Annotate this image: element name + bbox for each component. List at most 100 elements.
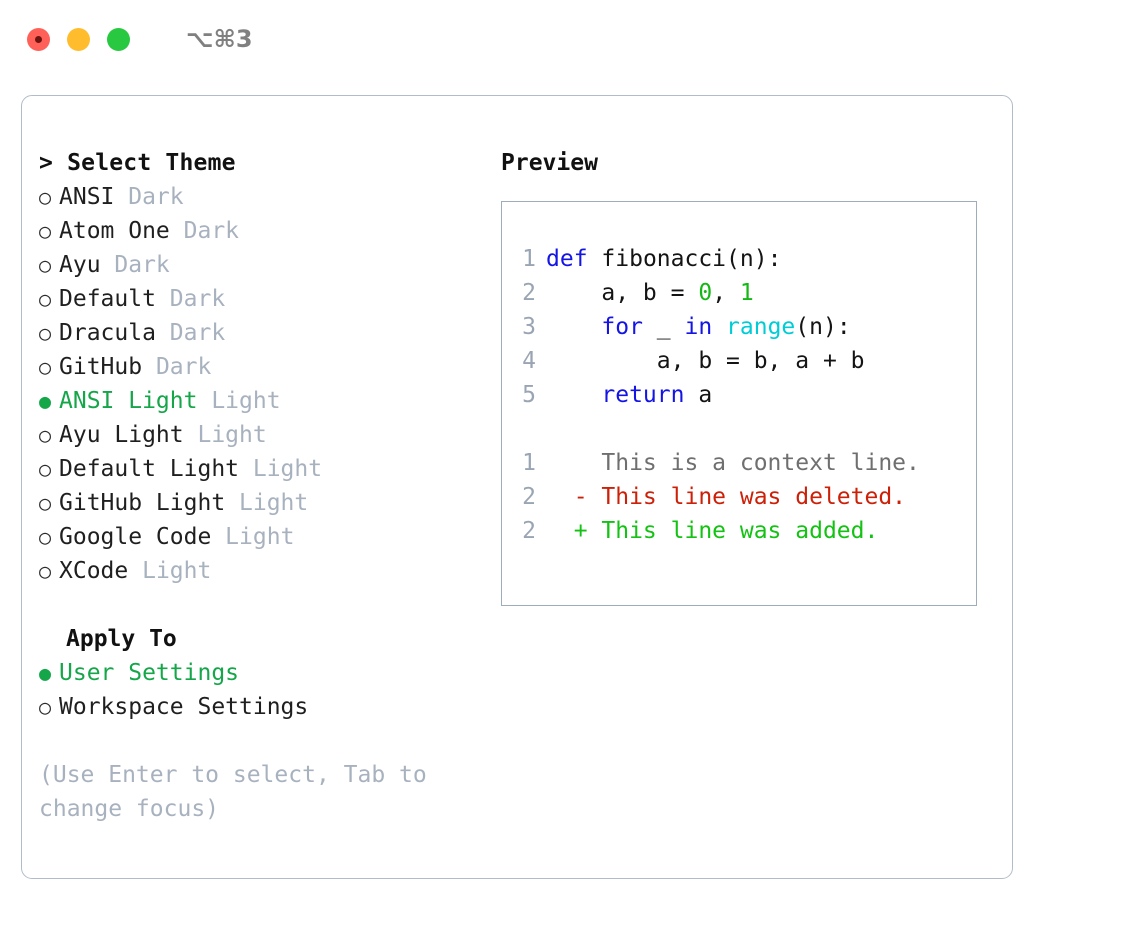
radio-selected-icon[interactable]: ● — [39, 389, 52, 413]
keyboard-shortcut-label: ⌥⌘3 — [186, 25, 253, 53]
theme-list-item[interactable]: ○ Ayu Dark — [39, 248, 479, 282]
theme-variant-label: Dark — [100, 252, 170, 278]
radio-unselected-icon[interactable]: ○ — [39, 253, 52, 277]
apply-to-option[interactable]: ● User Settings — [39, 656, 479, 690]
theme-list-item[interactable]: ○ Dracula Dark — [39, 316, 479, 350]
line-number: 5 — [522, 382, 536, 408]
code-token: (n): — [726, 246, 782, 272]
theme-list-item[interactable]: ○ Google Code Light — [39, 520, 479, 554]
code-token — [712, 314, 726, 340]
theme-selector-column: > Select Theme ○ANSI Dark○Atom One Dark○… — [39, 146, 479, 826]
theme-name: Atom One — [59, 218, 170, 244]
title-bar: ⌥⌘3 — [0, 0, 1140, 78]
theme-name: Google Code — [59, 524, 212, 550]
apply-to-section: Apply To ● User Settings ○ Workspace Settin… — [39, 622, 479, 724]
code-token: range — [726, 314, 796, 340]
theme-list[interactable]: ○ ANSI Dark ○ Atom One Dark ○ Ayu Dark ○ Defaul… — [39, 180, 479, 588]
apply-to-label: User Settings — [59, 660, 240, 686]
code-token: 1 — [739, 280, 754, 306]
code-token — [546, 314, 601, 340]
theme-list-item[interactable]: ○ Default Dark — [39, 282, 479, 316]
code-line: 3 for _ in range(n): — [502, 310, 976, 344]
diff-line-text: This is a context line. — [546, 450, 920, 476]
main-panel: > Select Theme ○ANSI Dark○Atom One Dark○… — [21, 95, 1013, 879]
radio-unselected-icon[interactable]: ○ — [39, 219, 52, 243]
code-token: a, b = b, a + b — [546, 348, 865, 374]
theme-list-item[interactable]: ○ANSI Dark — [39, 180, 479, 214]
apply-to-label: Workspace Settings — [59, 694, 309, 720]
code-token: for — [601, 314, 643, 340]
theme-variant-label: Light — [225, 490, 309, 516]
apply-to-option[interactable]: ○ Workspace Settings — [39, 690, 479, 724]
theme-name: GitHub — [59, 354, 143, 380]
radio-unselected-icon[interactable]: ○ — [39, 287, 52, 311]
keyboard-hint-text: (Use Enter to select, Tab to change focu… — [39, 762, 441, 822]
theme-name: XCode — [59, 558, 129, 584]
theme-variant-label: Dark — [155, 286, 226, 312]
code-token: return — [601, 382, 685, 408]
theme-list-item[interactable]: ○ Default Light Light — [39, 452, 479, 486]
diff-line-number: 2 — [522, 518, 536, 544]
code-line: 2 a, b = 0, 1 — [502, 276, 976, 310]
theme-variant-label: Light — [197, 388, 281, 414]
code-line: 1 def fibonacci(n): — [502, 242, 976, 276]
line-number: 4 — [522, 348, 536, 374]
code-token — [546, 382, 601, 408]
radio-unselected-icon[interactable]: ○ — [39, 457, 52, 481]
theme-name: Ayu — [59, 252, 101, 278]
line-number: 1 — [522, 246, 536, 272]
maximize-window-icon[interactable] — [107, 27, 130, 51]
theme-variant-label: Dark — [155, 320, 226, 346]
theme-variant-label: Light — [183, 422, 267, 448]
minimize-window-icon[interactable] — [67, 27, 90, 51]
code-token: def — [546, 246, 588, 272]
theme-list-item[interactable]: ○Atom One Dark — [39, 214, 479, 248]
line-number: 3 — [522, 314, 536, 340]
radio-unselected-icon[interactable]: ○ — [39, 559, 52, 583]
diff-line-text: - This line was deleted. — [546, 484, 907, 510]
theme-variant-label: Light — [239, 456, 323, 482]
diff-line: 1 This is a context line. — [502, 446, 976, 480]
code-token: _ — [642, 314, 685, 340]
preview-heading: Preview — [501, 150, 598, 176]
code-line-text: def fibonacci(n): — [546, 242, 781, 276]
theme-name: GitHub Light — [59, 490, 226, 516]
radio-unselected-icon[interactable]: ○ — [39, 185, 52, 209]
diff-line-text: + This line was added. — [546, 518, 879, 544]
theme-list-item[interactable]: ○XCode Light — [39, 554, 479, 588]
code-line: 4 a, b = b, a + b — [502, 344, 976, 378]
theme-name: ANSI — [59, 184, 115, 210]
diff-sample: 1 This is a context line. 2 - This line w… — [502, 446, 976, 548]
theme-variant-label: Dark — [142, 354, 212, 380]
code-line-text: a, b = b, a + b — [546, 344, 865, 378]
theme-list-item[interactable]: ○ GitHub Dark — [39, 350, 479, 384]
close-window-icon[interactable] — [27, 27, 50, 51]
window-controls — [27, 27, 130, 51]
radio-selected-icon[interactable]: ● — [39, 661, 52, 685]
line-number: 2 — [522, 280, 536, 306]
radio-unselected-icon[interactable]: ○ — [39, 423, 52, 447]
theme-list-item[interactable]: ●ANSI Light Light — [39, 384, 479, 418]
radio-unselected-icon[interactable]: ○ — [39, 355, 52, 379]
code-line-text: for _ in range(n): — [546, 310, 850, 344]
select-theme-heading: > Select Theme — [39, 150, 236, 176]
theme-name: Ayu Light — [59, 422, 184, 448]
theme-list-item[interactable]: ○ GitHub Light Light — [39, 486, 479, 520]
radio-unselected-icon[interactable]: ○ — [39, 525, 52, 549]
radio-unselected-icon[interactable]: ○ — [39, 695, 52, 719]
apply-to-list[interactable]: ● User Settings ○ Workspace Settings — [39, 656, 479, 724]
theme-name: Default — [59, 286, 156, 312]
radio-unselected-icon[interactable]: ○ — [39, 491, 52, 515]
theme-name: Default Light — [59, 456, 240, 482]
apply-to-heading: Apply To — [66, 626, 177, 652]
theme-variant-label: Light — [211, 524, 295, 550]
theme-name: Dracula — [59, 320, 156, 346]
radio-unselected-icon[interactable]: ○ — [39, 321, 52, 345]
theme-list-item[interactable]: ○ Ayu Light Light — [39, 418, 479, 452]
code-token: a, b = — [546, 280, 699, 306]
code-token: a — [684, 382, 713, 408]
code-token: fibonacci — [601, 246, 727, 272]
